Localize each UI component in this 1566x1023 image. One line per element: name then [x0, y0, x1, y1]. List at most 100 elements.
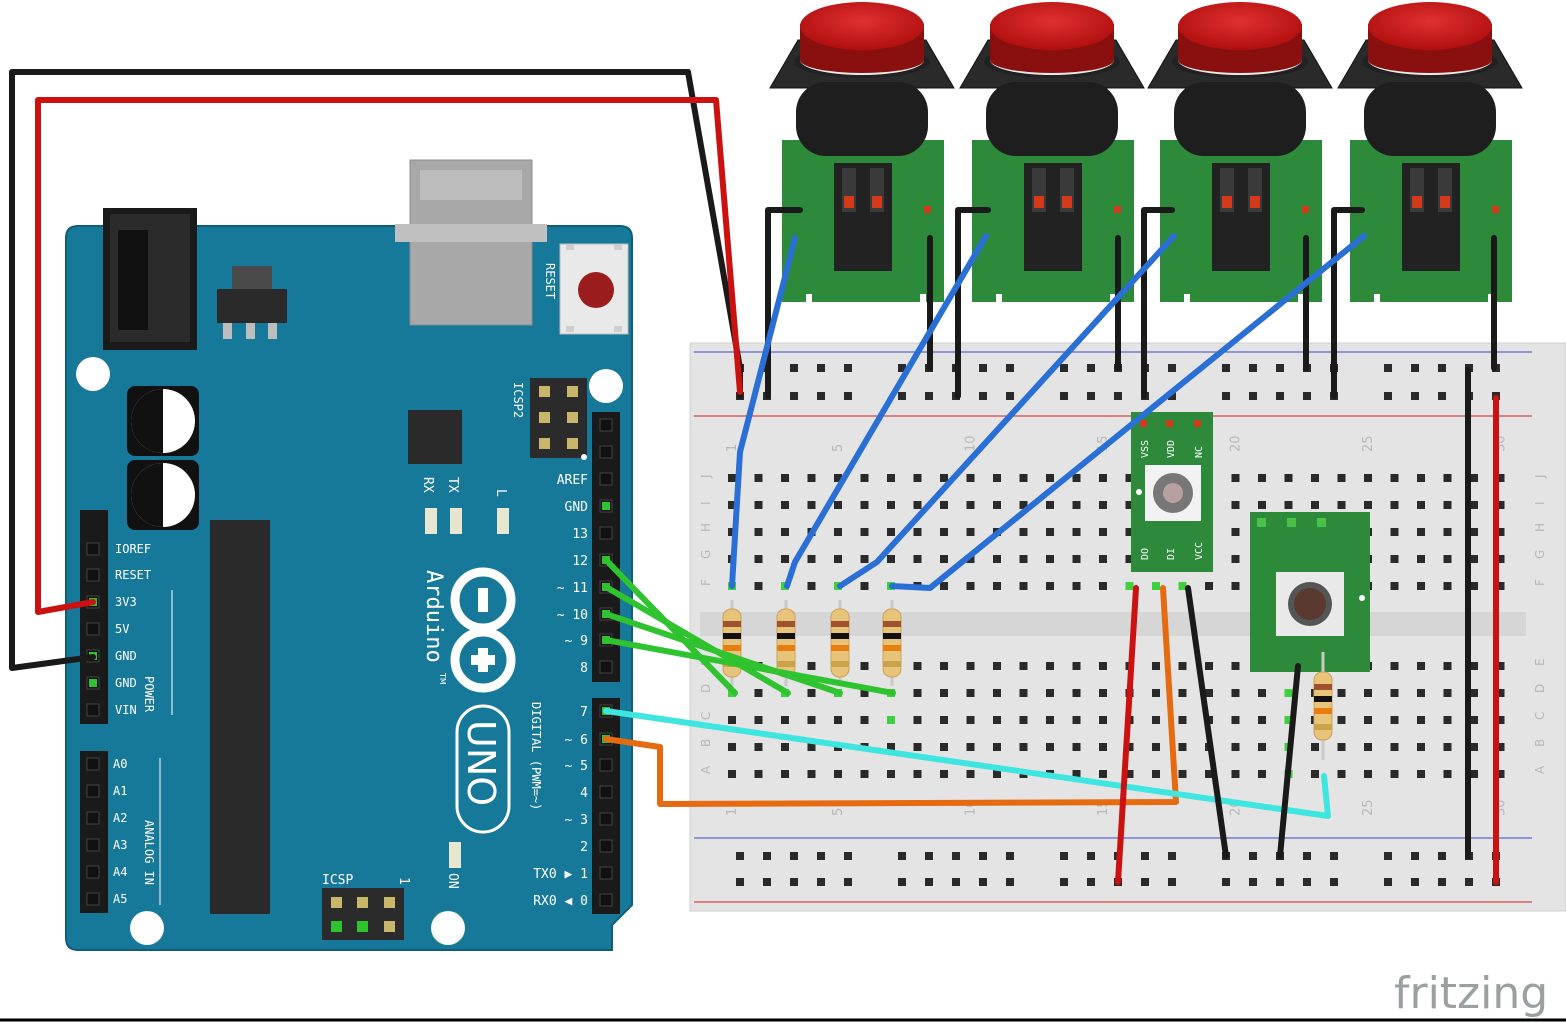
breadboard-hole [754, 501, 763, 509]
digital-pin-label: RX0 ◀ 0 [533, 894, 588, 909]
rail-hole [1465, 878, 1473, 886]
digital-pin-label: 7 [580, 705, 588, 720]
breadboard-hole [1205, 770, 1213, 778]
mount-hole [76, 357, 110, 391]
breadboard-hole [807, 474, 816, 482]
breadboard-hole [728, 716, 736, 724]
breadboard-hole [1019, 501, 1028, 509]
breadboard-hole [1470, 689, 1478, 697]
icsp2-label: ICSP2 [511, 382, 525, 418]
wire-led-vcc-black [1185, 585, 1229, 859]
breadboard-hole [860, 662, 869, 670]
row-letter: C [699, 712, 713, 720]
rail-hole [979, 364, 987, 372]
analog-pin-label: A5 [113, 892, 127, 906]
breadboard-hole [860, 474, 869, 482]
rail-hole [1384, 852, 1392, 860]
breadboard-hole [1337, 770, 1346, 778]
breadboard-hole [913, 689, 922, 697]
arduino-logo [450, 567, 516, 693]
rail-hole [1249, 392, 1257, 400]
rail-hole [1303, 852, 1311, 860]
rail-hole [790, 364, 798, 372]
atmega-chip [210, 520, 270, 914]
breadboard-hole [1390, 474, 1399, 482]
breadboard-hole [781, 743, 789, 751]
digital-pin-label: ~ 10 [557, 608, 588, 623]
wires [9, 69, 1499, 885]
breadboard-hole [754, 528, 763, 536]
breadboard-hole [1443, 689, 1452, 697]
breadboard-hole [1417, 555, 1425, 563]
breadboard-hole [1099, 474, 1107, 482]
rail-hole [1168, 852, 1176, 860]
breadboard-hole [834, 528, 842, 536]
breadboard-hole [1231, 662, 1240, 670]
rail-hole [844, 392, 852, 400]
breadboard-hole [913, 743, 922, 751]
breadboard-hole [1178, 743, 1187, 751]
breadboard-hole [1443, 582, 1452, 590]
rail-hole [817, 392, 825, 400]
rail-hole [1006, 364, 1014, 372]
breadboard-hole [807, 662, 816, 670]
dc-power-jack [103, 208, 197, 350]
rail-hole [1006, 878, 1014, 886]
resistor-3 [830, 600, 850, 686]
led-pin-label: VDD [1166, 440, 1177, 458]
breadboard-hole [1284, 716, 1293, 724]
breadboard-hole [1258, 474, 1266, 482]
arcade-button-1[interactable] [769, 2, 955, 302]
breadboard-hole [1443, 474, 1452, 482]
fritzing-watermark: fritzing [1394, 968, 1548, 1019]
breadboard-hole [754, 743, 763, 751]
power-pin-label: GND [115, 649, 137, 663]
breadboard-hole [1496, 582, 1505, 590]
breadboard-hole [860, 716, 869, 724]
breadboard-hole [1258, 743, 1266, 751]
breadboard-hole [1417, 528, 1425, 536]
breadboard-hole [1390, 662, 1399, 670]
tactile-button-module[interactable] [1250, 512, 1370, 672]
mount-hole [130, 911, 164, 945]
breadboard-hole [1046, 662, 1054, 670]
row-letter: H [699, 523, 713, 532]
digital-pin-label: 12 [572, 554, 588, 569]
reset-button[interactable] [559, 243, 629, 335]
reset-label: RESET [543, 263, 557, 299]
breadboard-hole [728, 770, 736, 778]
breadboard-hole [807, 716, 816, 724]
rail-hole [1249, 364, 1257, 372]
rail-hole [1087, 878, 1095, 886]
rail-hole [979, 852, 987, 860]
row-letter: I [1533, 501, 1547, 505]
rail-hole [1141, 878, 1149, 886]
digital-pin-label: TX0 ▶ 1 [533, 867, 588, 882]
rail-hole [1006, 852, 1014, 860]
digital-pin-label: AREF [557, 473, 588, 488]
rail-hole [1060, 392, 1068, 400]
arcade-button-2[interactable] [959, 2, 1145, 302]
breadboard-hole [1152, 716, 1160, 724]
breadboard-hole [1284, 474, 1293, 482]
arcade-button-4[interactable] [1337, 2, 1523, 302]
rail-hole [790, 878, 798, 886]
breadboard-hole [1364, 716, 1372, 724]
arcade-button-3[interactable] [1147, 2, 1333, 302]
rail-hole [1222, 364, 1230, 372]
mount-hole [431, 911, 465, 945]
breadboard-hole [1152, 770, 1160, 778]
rail-hole [1438, 852, 1446, 860]
breadboard-hole [1072, 474, 1081, 482]
wire-pin7-cyan [603, 708, 1331, 819]
breadboard-hole [1046, 743, 1054, 751]
breadboard-hole [1364, 501, 1372, 509]
row-letter: E [1533, 658, 1547, 666]
breadboard-hole [1470, 555, 1478, 563]
digital-pin-label: ~ 3 [565, 813, 588, 828]
breadboard-hole [1311, 743, 1319, 751]
mount-hole [589, 369, 623, 403]
row-letter: F [1533, 579, 1547, 586]
